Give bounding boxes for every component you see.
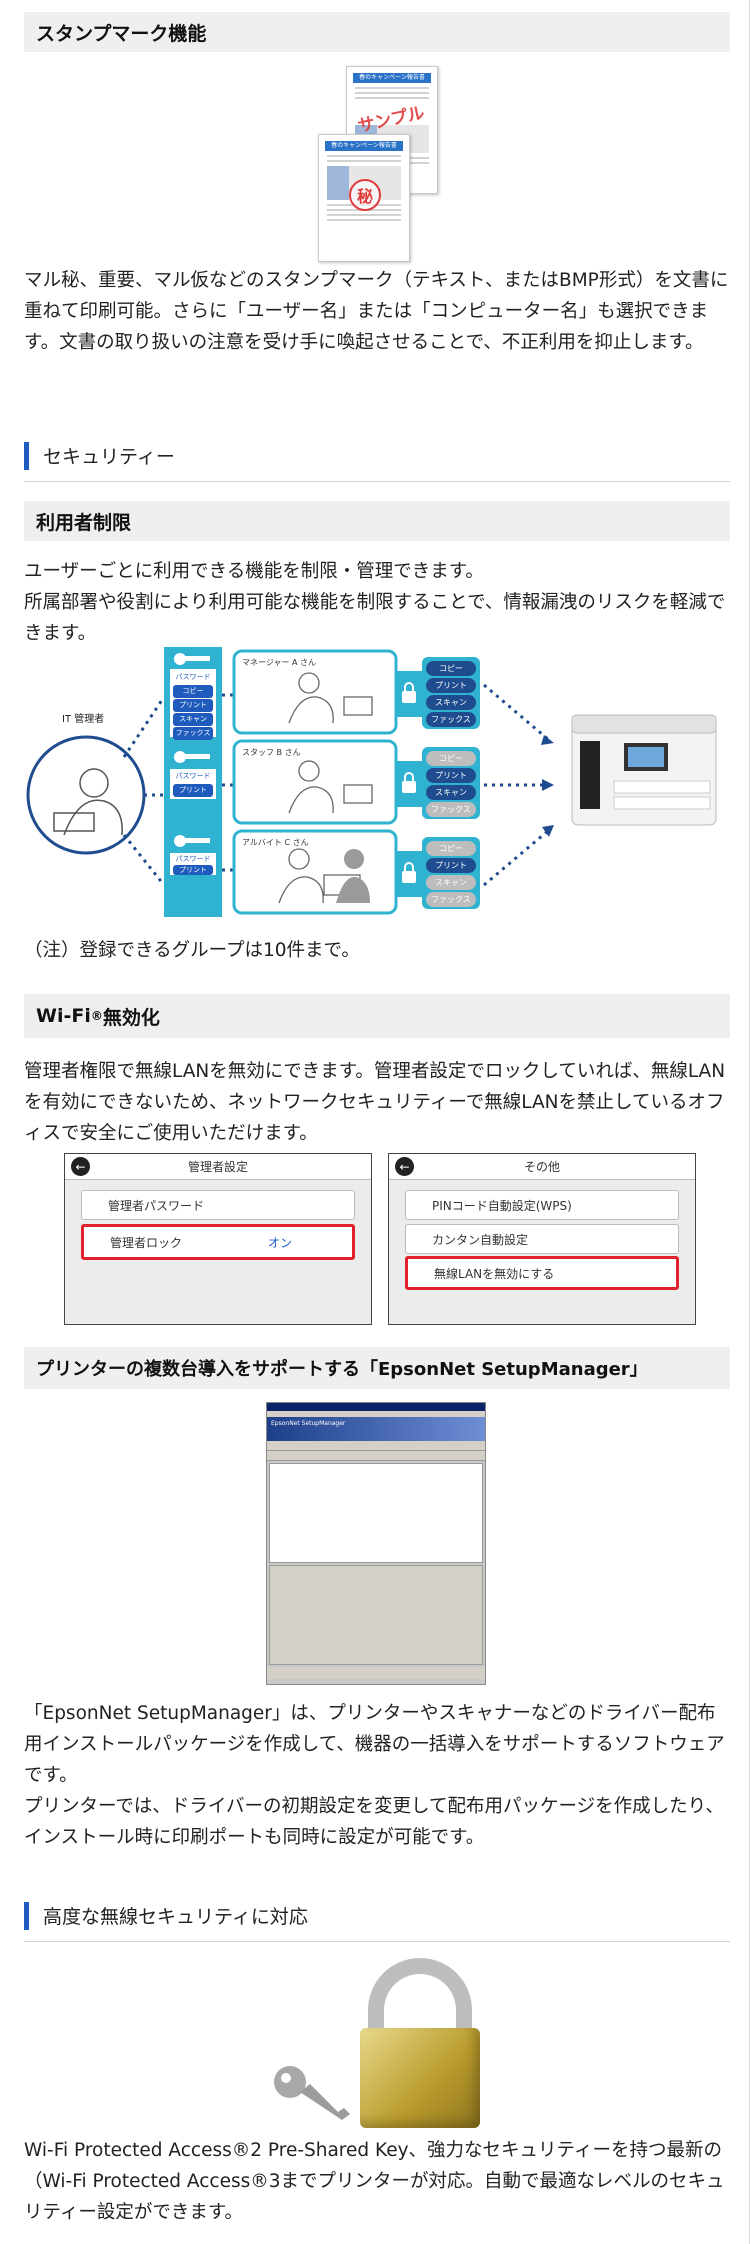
- func-fax: ファックス: [426, 892, 476, 907]
- wps-pin-row[interactable]: PINコード自動設定(WPS): [405, 1190, 679, 1220]
- section-accent-bar: [24, 441, 29, 470]
- setup-manager-body: 「EpsonNet SetupManager」は、プリンターやスキャナーなどのド…: [24, 1703, 725, 1848]
- stamp-heading: スタンプマーク機能: [24, 12, 730, 52]
- user-b-name: スタッフ B さん: [242, 748, 301, 757]
- lock-body: [360, 2028, 480, 2128]
- doc-title: 春のキャンペーン報告書: [353, 73, 431, 83]
- stamp-body: マル秘、重要、マル仮などのスタンプマーク（テキスト、またはBMP形式）を文書に重…: [24, 270, 729, 353]
- setup-manager-screenshot: EpsonNet SetupManager: [266, 1402, 486, 1685]
- func-print: プリント: [426, 678, 476, 693]
- key-item-print: プリント: [173, 784, 213, 797]
- doc-title-2: 春のキャンペーン報告書: [325, 141, 403, 151]
- easy-setup-row[interactable]: カンタン自動設定: [405, 1224, 679, 1254]
- admin-password-row[interactable]: 管理者パスワード: [81, 1190, 355, 1220]
- user-restriction-heading: 利用者制限: [24, 501, 730, 541]
- key-card-3: パスワード プリント: [170, 854, 216, 876]
- key-item-password: パスワード: [175, 673, 211, 681]
- screen-title: その他: [523, 1160, 560, 1174]
- key-card-2: パスワード プリント: [170, 770, 216, 798]
- func-fax: ファックス: [426, 802, 476, 817]
- func-copy: コピー: [426, 751, 476, 766]
- it-admin-label: IT 管理者: [62, 714, 105, 725]
- key-item-password: パスワード: [175, 855, 211, 863]
- key-card-1: パスワード コピー プリント スキャン ファックス: [170, 671, 216, 741]
- group-note: （注）登録できるグループは10件まで。: [24, 940, 360, 961]
- screen-title: 管理者設定: [187, 1160, 248, 1174]
- lock-key-illustration: [270, 1958, 480, 2128]
- func-print: プリント: [426, 768, 476, 783]
- other-settings-screen: ← その他 PINコード自動設定(WPS) カンタン自動設定 無線LANを無効に…: [388, 1153, 696, 1325]
- stamp-secret: 秘: [349, 179, 381, 211]
- key-item-fax: ファックス: [173, 727, 213, 740]
- wireless-section-title: 高度な無線セキュリティに対応: [24, 1890, 730, 1942]
- stamp-doc-front: 春のキャンペーン報告書 秘: [318, 134, 410, 262]
- user-restriction-body: ユーザーごとに利用できる機能を制限・管理できます。 所属部署や役割により利用可能…: [24, 561, 726, 644]
- admin-lock-value: オン: [267, 1235, 292, 1250]
- wifi-disable-body: 管理者権限で無線LANを無効にできます。管理者設定でロックしていれば、無線LAN…: [24, 1061, 726, 1144]
- key-item-copy: コピー: [173, 685, 213, 698]
- user-c-functions: コピー プリント スキャン ファックス: [426, 839, 476, 909]
- wifi-disable-heading: Wi-Fi® 無効化: [24, 994, 730, 1038]
- user-c-name: アルバイト C さん: [242, 838, 309, 847]
- func-print: プリント: [426, 858, 476, 873]
- func-fax: ファックス: [426, 712, 476, 727]
- disable-wlan-row[interactable]: 無線LANを無効にする: [405, 1256, 679, 1290]
- func-copy: コピー: [426, 661, 476, 676]
- lock-shackle: [368, 1958, 472, 2038]
- admin-settings-screen: ← 管理者設定 管理者パスワード 管理者ロック オン: [64, 1153, 372, 1325]
- user-a-functions: コピー プリント スキャン ファックス: [426, 659, 476, 729]
- func-copy: コピー: [426, 841, 476, 856]
- back-icon[interactable]: ←: [395, 1157, 414, 1176]
- func-scan: スキャン: [426, 875, 476, 890]
- user-restriction-diagram: IT 管理者 パスワード コピー プリント スキャン ファックス パスワード プ…: [24, 645, 730, 920]
- key-item-print: プリント: [173, 699, 213, 712]
- section-accent-bar: [24, 1901, 29, 1930]
- setup-manager-heading: プリンターの複数台導入をサポートする「EpsonNet SetupManager…: [24, 1347, 730, 1389]
- key-icon: [274, 2066, 350, 2120]
- wireless-body: Wi-Fi Protected Access®2 Pre-Shared Key、…: [24, 2140, 725, 2223]
- user-a-name: マネージャー A さん: [242, 658, 316, 667]
- admin-lock-row[interactable]: 管理者ロック オン: [81, 1224, 355, 1260]
- app-title: EpsonNet SetupManager: [271, 1420, 346, 1427]
- back-icon[interactable]: ←: [71, 1157, 90, 1176]
- func-scan: スキャン: [426, 695, 476, 710]
- security-section-title: セキュリティー: [24, 430, 730, 482]
- user-b-functions: コピー プリント スキャン ファックス: [426, 749, 476, 819]
- key-item-print: プリント: [173, 865, 213, 875]
- diagram-svg: [26, 647, 717, 917]
- stamp-illustration: 春のキャンペーン報告書 サンプル 春のキャンペーン報告書 秘: [318, 62, 442, 262]
- func-scan: スキャン: [426, 785, 476, 800]
- key-item-password: パスワード: [175, 772, 211, 780]
- key-item-scan: スキャン: [173, 713, 213, 726]
